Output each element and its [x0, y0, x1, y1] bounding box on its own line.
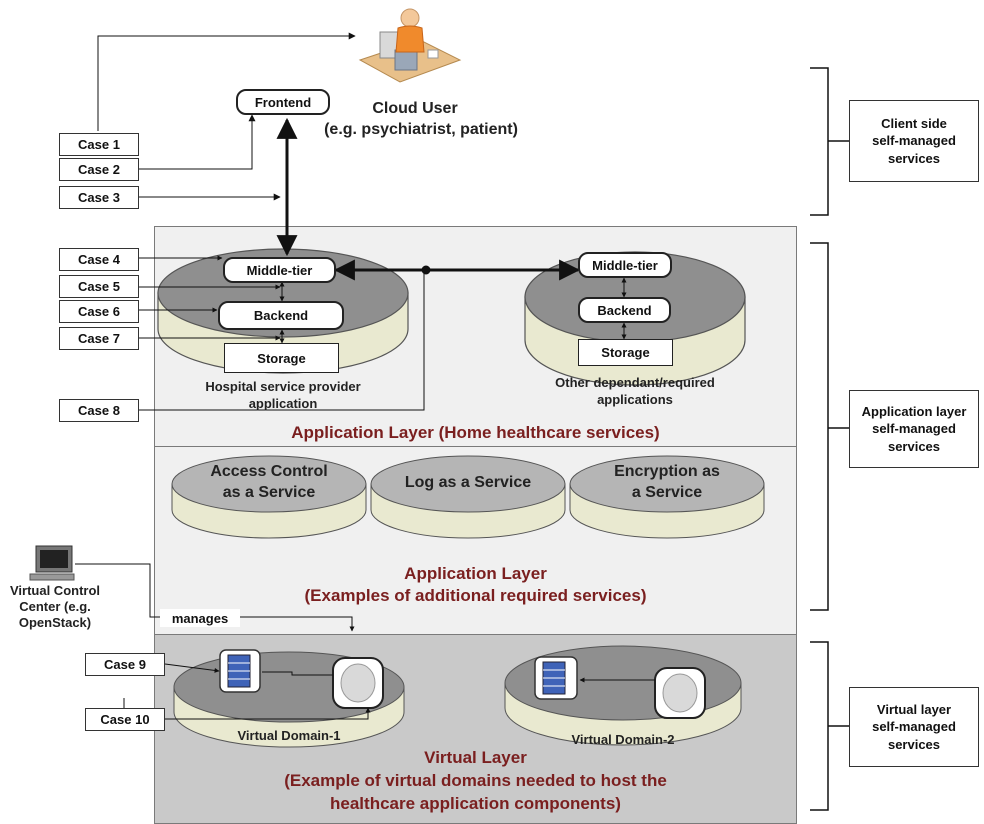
service-access-control: Access Control as a Service — [182, 461, 356, 503]
hospital-middle-tier-box: Middle-tier — [223, 257, 336, 283]
hospital-caption-line2: application — [248, 396, 318, 411]
monitor-icon — [29, 545, 75, 581]
case-4-label: Case 4 — [59, 248, 139, 271]
service-access-control-line2: as a Service — [222, 484, 316, 501]
service-encryption-line2: a Service — [631, 484, 703, 501]
virtual-layer-box-line1: Virtual layer — [876, 701, 952, 717]
virtual-layer-box-line2: self-managed — [872, 719, 956, 735]
other-caption-line1: Other dependant/required — [555, 375, 715, 390]
service-encryption-line1: Encryption as — [614, 463, 720, 480]
app-layer-box-line2: self-managed — [872, 421, 956, 437]
virtual-layer-services-box: Virtual layer self-managed services — [849, 687, 979, 767]
vcc-label-line3: OpenStack) — [18, 615, 92, 630]
client-side-line2: self-managed — [872, 133, 956, 149]
storage-device-icon — [654, 667, 706, 719]
case-5-label: Case 5 — [59, 275, 139, 298]
cloud-user-title: Cloud User — [372, 100, 458, 117]
cloud-user-icon — [358, 8, 462, 83]
case-9-label: Case 9 — [85, 653, 165, 676]
case-6-label: Case 6 — [59, 300, 139, 323]
hospital-storage-box: Storage — [224, 343, 339, 373]
client-side-line1: Client side — [881, 115, 947, 131]
service-encryption: Encryption as a Service — [580, 461, 754, 503]
case-10-label: Case 10 — [85, 708, 165, 731]
vcc-label: Virtual Control Center (e.g. OpenStack) — [0, 583, 110, 631]
services-layer-title-line2: (Examples of additional required service… — [304, 586, 647, 605]
hospital-caption-line1: Hospital service provider — [205, 379, 361, 394]
case-3-label: Case 3 — [59, 186, 139, 209]
case-1-label: Case 1 — [59, 133, 139, 156]
service-access-control-line1: Access Control — [210, 463, 328, 480]
services-layer-title-line1: Application Layer — [404, 564, 547, 583]
vcc-label-line1: Virtual Control — [9, 583, 101, 598]
case-8-label: Case 8 — [59, 399, 139, 422]
virtual-layer-box-line3: services — [887, 736, 941, 752]
storage-device-icon — [332, 657, 384, 709]
vcc-label-line2: Center (e.g. — [19, 599, 91, 614]
other-middle-tier-box: Middle-tier — [578, 252, 672, 278]
app-layer-title: Application Layer (Home healthcare servi… — [291, 423, 660, 442]
cloud-user-subtitle: (e.g. psychiatrist, patient) — [324, 121, 518, 138]
case-2-label: Case 2 — [59, 158, 139, 181]
virtual-layer-title-line1: Virtual Layer — [424, 748, 527, 767]
other-backend-box: Backend — [578, 297, 671, 323]
virtual-layer-title-line3: healthcare application components) — [330, 794, 621, 813]
virtual-domain-2-label: Virtual Domain-2 — [571, 732, 675, 747]
server-icon — [219, 649, 261, 693]
hospital-backend-box: Backend — [218, 301, 344, 330]
manages-label: manages — [160, 609, 240, 627]
app-layer-box-line3: services — [887, 438, 941, 454]
other-caption: Other dependant/required applications — [520, 374, 750, 408]
app-layer-box-line1: Application layer — [861, 403, 967, 419]
client-side-services-box: Client side self-managed services — [849, 100, 979, 182]
service-log-line1: Log as a Service — [404, 474, 532, 491]
connectors — [75, 32, 655, 720]
services-layer-title: Application Layer (Examples of additiona… — [154, 563, 797, 607]
hospital-caption: Hospital service provider application — [168, 378, 398, 412]
brackets — [810, 67, 849, 811]
virtual-layer-title-line2: (Example of virtual domains needed to ho… — [284, 771, 667, 790]
frontend-box: Frontend — [236, 89, 330, 115]
application-layer-services-box: Application layer self-managed services — [849, 390, 979, 468]
client-side-line3: services — [887, 150, 941, 166]
server-icon — [534, 656, 578, 700]
other-caption-line2: applications — [597, 392, 673, 407]
service-log: Log as a Service — [381, 474, 555, 492]
virtual-layer-title: Virtual Layer (Example of virtual domain… — [154, 746, 797, 815]
case-7-label: Case 7 — [59, 327, 139, 350]
virtual-domain-1-label: Virtual Domain-1 — [237, 728, 341, 743]
other-storage-box: Storage — [578, 339, 673, 366]
service-disks — [171, 455, 765, 539]
